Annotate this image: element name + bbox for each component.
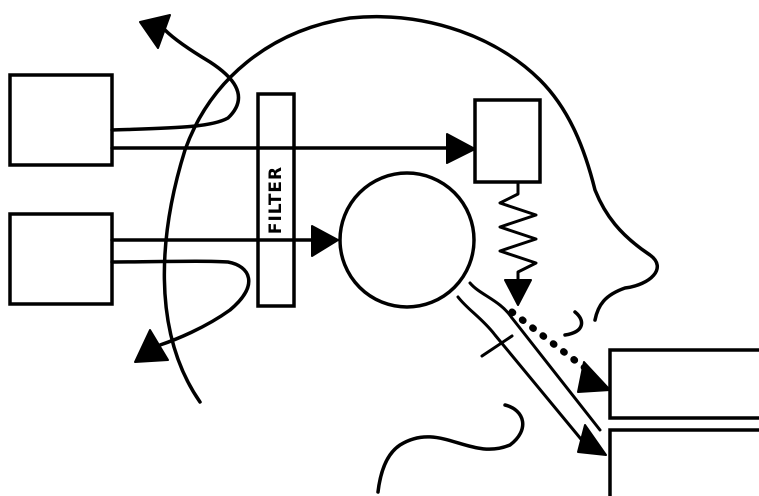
dotted-pathway <box>512 312 590 372</box>
rejected-channel-top <box>112 30 238 130</box>
rejected-arrowhead-bottom <box>135 330 168 362</box>
output-arrowhead-lower <box>578 425 606 455</box>
store-box <box>475 100 540 182</box>
top-channel-arrowhead <box>447 134 475 163</box>
chin-outline <box>565 312 582 335</box>
input-box-top <box>10 75 112 165</box>
spring-arrowhead <box>505 280 531 305</box>
neck-outline <box>378 405 523 492</box>
response-box-lower <box>610 430 759 496</box>
output-arrowhead-upper <box>578 362 610 392</box>
filter-label: FILTER <box>266 166 286 234</box>
input-box-bottom <box>10 214 112 304</box>
output-path-upper <box>470 283 600 430</box>
rejected-channel-bottom <box>112 261 249 345</box>
response-box-upper <box>610 350 759 418</box>
bottom-channel-arrowhead <box>312 226 338 256</box>
spring-link <box>500 182 536 282</box>
processor-circle <box>340 173 474 307</box>
